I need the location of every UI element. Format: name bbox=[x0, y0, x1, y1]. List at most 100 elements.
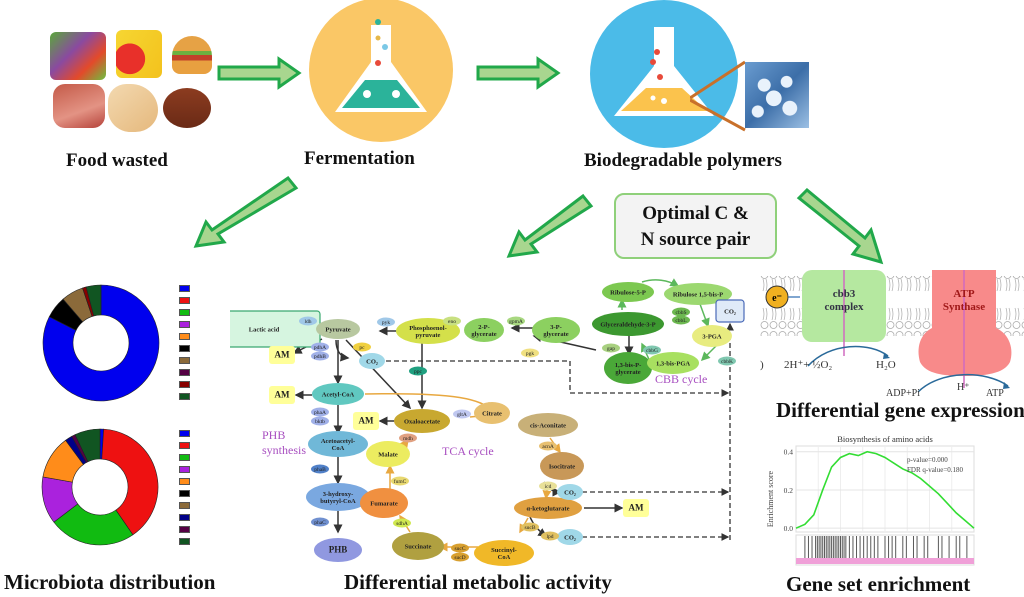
gsea-ytick: 0.4 bbox=[784, 448, 794, 457]
svg-text:pc: pc bbox=[359, 345, 365, 351]
legend-swatch-brown bbox=[179, 357, 190, 364]
enzyme-pc: pc bbox=[353, 342, 371, 352]
svg-text:): ) bbox=[760, 359, 764, 371]
node-isocitrate: Isocitrate bbox=[540, 452, 584, 480]
donut-slice-blue bbox=[42, 284, 160, 402]
legend-swatch-dark-green bbox=[179, 393, 190, 400]
legend-swatch-navy bbox=[179, 514, 190, 521]
node-pep: Phosphoenol-pyruvate bbox=[396, 318, 460, 344]
svg-text:ldh: ldh bbox=[304, 319, 311, 325]
node-citrate: Citrate bbox=[474, 402, 510, 424]
node-am4: AM bbox=[623, 499, 649, 517]
svg-text:sucC: sucC bbox=[455, 546, 466, 552]
steak-icon bbox=[53, 84, 105, 128]
node-hydroxy: 3-hydroxy-butyryl-CoA bbox=[306, 483, 370, 511]
enzyme-cbbS: cbbS bbox=[672, 307, 690, 317]
enzyme-pgk: pgk bbox=[521, 348, 539, 358]
svg-text:Lactic acid: Lactic acid bbox=[249, 327, 280, 334]
cbb-cycle-label: CBB cycle bbox=[655, 372, 707, 386]
enzyme-sucB: sucB bbox=[521, 522, 539, 532]
svg-text:CO₂: CO₂ bbox=[366, 359, 378, 366]
node-pg2: 2-P-glycerate bbox=[464, 318, 504, 342]
enzyme-gpmA: gpmA bbox=[507, 316, 525, 326]
svg-text:gpmA: gpmA bbox=[509, 319, 523, 325]
node-malate: Malate bbox=[366, 441, 410, 467]
reaction1-left: 2H⁺+ ½O₂ bbox=[784, 359, 832, 371]
callout-line2: N source pair bbox=[640, 229, 751, 250]
food-collage bbox=[50, 28, 215, 134]
svg-text:phaC: phaC bbox=[314, 520, 326, 526]
svg-text:AM: AM bbox=[359, 416, 374, 426]
node-akg: α-ketoglutarate bbox=[514, 497, 582, 519]
svg-text:sucB: sucB bbox=[525, 525, 536, 531]
atp-synthase-shape bbox=[918, 270, 1012, 376]
arrow-fermentation-to-microbiota bbox=[193, 175, 299, 248]
legend-swatch-green bbox=[179, 309, 190, 316]
legend-swatch-orange bbox=[179, 478, 190, 485]
svg-text:AM: AM bbox=[275, 350, 290, 360]
node-acetylcoa: Acetyl-CoA bbox=[312, 383, 364, 405]
enzyme-icd: icd bbox=[539, 481, 557, 491]
enzyme-gap: gap bbox=[602, 343, 620, 353]
enzyme-sucD: sucD bbox=[451, 552, 469, 562]
enzyme-fumC: fumC bbox=[391, 476, 409, 486]
fermentation-label: Fermentation bbox=[304, 148, 415, 169]
svg-text:cis-Aconitate: cis-Aconitate bbox=[530, 423, 566, 430]
enzyme-pyk: pyk bbox=[377, 317, 395, 327]
svg-text:3-hydroxy-butyryl-CoA: 3-hydroxy-butyryl-CoA bbox=[320, 491, 356, 505]
enzyme-phaA: phaA bbox=[311, 407, 329, 417]
node-co2box: CO₂ bbox=[715, 299, 745, 323]
legend-swatch-orange bbox=[179, 333, 190, 340]
svg-text:pgk: pgk bbox=[526, 351, 535, 357]
svg-text:phaB: phaB bbox=[314, 467, 326, 473]
gsea-title: Biosynthesis of amino acids bbox=[837, 434, 933, 444]
svg-text:fumC: fumC bbox=[394, 478, 407, 485]
svg-text:lpd: lpd bbox=[546, 534, 553, 540]
svg-text:CO₂: CO₂ bbox=[724, 309, 736, 316]
callout-line1: Optimal C & bbox=[642, 203, 749, 224]
node-co2a: CO₂ bbox=[359, 353, 385, 369]
donut-slice-red bbox=[101, 428, 159, 536]
svg-text:acnA: acnA bbox=[542, 444, 554, 450]
svg-text:AM: AM bbox=[629, 503, 644, 513]
metabolic-label: Differential metabolic activity bbox=[344, 570, 612, 594]
svg-text:Acetyl-CoA: Acetyl-CoA bbox=[322, 392, 355, 399]
legend-swatch-brown bbox=[179, 502, 190, 509]
node-gap: Glyceraldehyde-3-P bbox=[592, 312, 664, 336]
svg-text:Citrate: Citrate bbox=[482, 411, 502, 418]
legend-swatch-dark-purple bbox=[179, 526, 190, 533]
node-bpg: 1,3-bis-P-glycerate bbox=[604, 352, 652, 384]
fruit-icon bbox=[116, 30, 162, 78]
svg-text:sucD: sucD bbox=[454, 555, 465, 561]
gsea-pvalue: p-value=0.000 bbox=[907, 456, 948, 464]
node-ribulose15: Ribulose 1,5-bis-P bbox=[664, 283, 732, 305]
svg-text:3-PGA: 3-PGA bbox=[702, 334, 721, 341]
svg-text:Phosphoenol-pyruvate: Phosphoenol-pyruvate bbox=[409, 325, 447, 339]
legend-swatch-blue bbox=[179, 285, 190, 292]
enzyme-acnA: acnA bbox=[539, 441, 557, 451]
svg-text:1,3-bis-PGA: 1,3-bis-PGA bbox=[656, 361, 690, 368]
enzyme-cbbK: cbbK bbox=[718, 356, 736, 366]
optimal-source-callout: Optimal C & N source pair bbox=[614, 193, 777, 259]
enzyme-sucC: sucC bbox=[451, 543, 469, 553]
microbiota-legend-1 bbox=[179, 285, 191, 405]
svg-text:CO₂: CO₂ bbox=[564, 535, 576, 542]
svg-text:pdhB: pdhB bbox=[314, 354, 326, 360]
node-pga3: 3-PGA bbox=[692, 325, 732, 347]
svg-text:Ribulose 1,5-bis-P: Ribulose 1,5-bis-P bbox=[673, 292, 723, 299]
enzyme-sdhA: sdhA bbox=[393, 518, 411, 528]
node-bpga: 1,3-bis-PGA bbox=[647, 352, 699, 374]
enzyme-lpd: lpd bbox=[541, 531, 559, 541]
reaction1-right: H₂O bbox=[876, 359, 896, 371]
svg-text:eno: eno bbox=[448, 319, 456, 325]
node-fumarate: Fumarate bbox=[360, 488, 408, 518]
node-pg3: 3-P-glycerate bbox=[532, 317, 580, 343]
svg-text:Oxaloacetate: Oxaloacetate bbox=[404, 419, 440, 426]
svg-text:Glyceraldehyde-3-P: Glyceraldehyde-3-P bbox=[600, 322, 655, 329]
svg-text:Ribulose-5-P: Ribulose-5-P bbox=[610, 290, 646, 297]
enzyme-gltA: gltA bbox=[453, 409, 471, 419]
node-co2c: CO₂ bbox=[557, 529, 583, 545]
svg-text:cbbK: cbbK bbox=[721, 359, 733, 365]
